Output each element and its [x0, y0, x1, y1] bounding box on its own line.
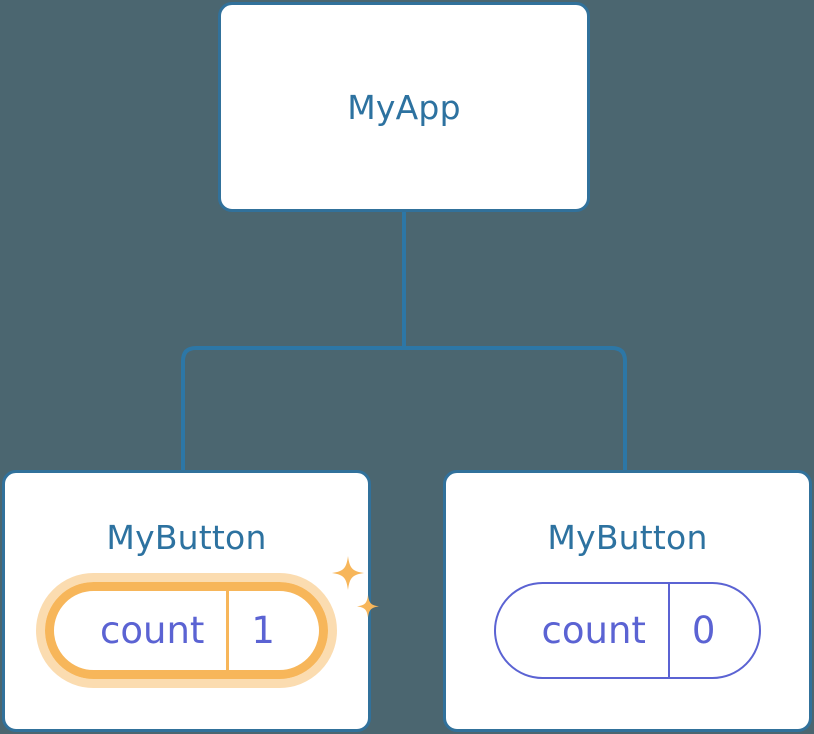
component-title: MyApp — [347, 87, 461, 127]
state-badge-wrapper: count 0 — [493, 582, 762, 679]
state-badge[interactable]: count 0 — [493, 582, 762, 679]
component-card-mybutton-2[interactable]: MyButton count 0 — [443, 470, 812, 732]
sparkle-large-icon — [331, 556, 364, 590]
state-key: count — [541, 609, 646, 652]
component-title: MyButton — [547, 518, 708, 557]
state-key: count — [100, 609, 205, 652]
state-badge[interactable]: count 1 — [45, 582, 328, 679]
component-card-mybutton-1[interactable]: MyButton count 1 — [2, 470, 379, 732]
component-title: MyButton — [106, 518, 267, 557]
state-badge-wrapper: count 1 — [36, 556, 379, 688]
component-card-myapp[interactable]: MyApp — [218, 2, 590, 212]
state-value: 0 — [667, 584, 760, 677]
connector-child-bus — [181, 346, 627, 472]
state-value: 1 — [226, 591, 319, 670]
